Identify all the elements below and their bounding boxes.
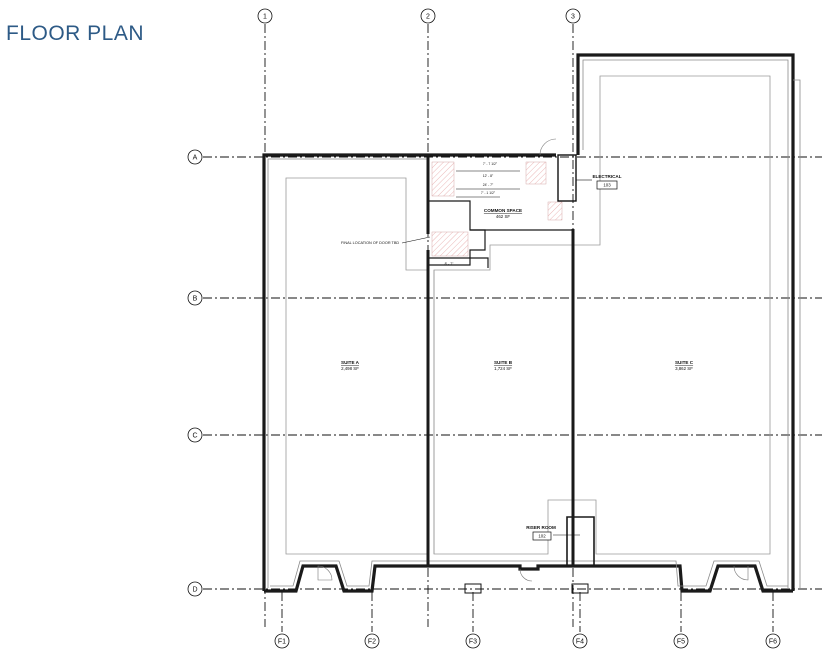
grid-bubble-3 (565, 8, 581, 24)
grid-label-f5: F5 (677, 638, 685, 645)
exterior-wall-inner-line (267, 158, 427, 588)
grid-bubble-1 (257, 8, 273, 24)
dim-1: 7' - 7 1/2" (483, 162, 498, 166)
riser-room-walls (566, 516, 595, 566)
grid-label-3: 3 (571, 13, 575, 20)
common-space-walls (428, 200, 486, 266)
exterior-walls (262, 53, 801, 594)
hatch-area-4 (547, 201, 563, 221)
suite-a-name: SUITE A (341, 360, 360, 365)
common-space-name: COMMON SPACE (484, 208, 522, 213)
electrical-room-walls (557, 154, 577, 202)
exterior-wall-suite-c (576, 53, 795, 591)
grid-bubble-f3 (465, 633, 481, 649)
exterior-wall-outline (262, 153, 556, 591)
riser-number: 102 (538, 534, 546, 539)
suite-outlines (285, 75, 771, 555)
grid-label-f3: F3 (469, 638, 477, 645)
dim-2: 12' - 8" (483, 174, 494, 178)
exterior-wall-inner-line-c (582, 59, 789, 588)
dim-3: 24' - 7" (483, 183, 494, 187)
grid-bubbles: 1 2 3 A B C D F1 F2 F3 F4 F5 F6 (187, 8, 781, 649)
hatch-area-2 (525, 161, 547, 185)
door-note-leader (401, 236, 431, 244)
grid-label-b: B (193, 295, 198, 302)
grid-lines (203, 24, 822, 632)
grid-label-f2: F2 (368, 638, 376, 645)
door-swing-suite-a (317, 565, 333, 581)
door-note-text: FINAL LOCATION OF DOOR TBD (341, 241, 399, 245)
grid-bubble-f5 (673, 633, 689, 649)
dim-5: 8' - 7" (445, 262, 454, 266)
electrical-tag (596, 180, 618, 190)
grid-bubble-f1 (274, 633, 290, 649)
door-swing-suite-b (519, 568, 533, 582)
suite-b-area: 1,724 SF (494, 366, 512, 371)
electrical-number: 103 (603, 183, 611, 188)
common-space-walls-3 (428, 257, 489, 268)
electrical-room: ELECTRICAL 103 (557, 154, 622, 202)
grid-bubble-d (187, 581, 203, 597)
suite-c-name: SUITE C (675, 360, 694, 365)
door-swing-suite-c (733, 565, 749, 581)
grid-bubble-b (187, 290, 203, 306)
storefront-wall (264, 564, 793, 593)
grid-label-f4: F4 (576, 638, 584, 645)
suite-c-outline (433, 75, 771, 555)
door-note: FINAL LOCATION OF DOOR TBD (341, 236, 431, 245)
partitions (426, 157, 575, 566)
grid-label-f1: F1 (278, 638, 286, 645)
riser-tag (532, 531, 552, 541)
electrical-name: ELECTRICAL (592, 174, 621, 179)
suite-a-area: 2,498 SF (341, 366, 359, 371)
grid-bubble-f4 (572, 633, 588, 649)
dim-4: 7' - 1 1/2" (481, 191, 496, 195)
grid-bubble-a (187, 149, 203, 165)
storefront-wall-inner (270, 560, 788, 587)
grid-label-d: D (192, 586, 197, 593)
column-f4 (571, 583, 589, 594)
riser-name: RISER ROOM (526, 525, 556, 530)
hatch-area-3 (431, 231, 469, 257)
grid-label-2: 2 (426, 13, 430, 20)
suite-c-area: 3,862 SF (675, 366, 693, 371)
grid-label-1: 1 (263, 13, 267, 20)
grid-bubble-2 (420, 8, 436, 24)
grid-label-a: A (193, 154, 198, 161)
column-f3 (464, 583, 482, 594)
common-space-features: 7' - 7 1/2" 12' - 8" 24' - 7" 7' - 1 1/2… (431, 138, 563, 266)
suite-b-name: SUITE B (494, 360, 513, 365)
grid-bubble-f2 (364, 633, 380, 649)
riser-room: RISER ROOM 102 (526, 516, 595, 566)
grid-label-c: C (192, 432, 197, 439)
common-space-area: 462 SF (496, 214, 510, 219)
exterior-wall-outer-line-c (793, 79, 801, 588)
door-swing-common (539, 138, 557, 156)
page-title: FLOOR PLAN (6, 22, 145, 45)
grid-bubble-c (187, 427, 203, 443)
hatch-area-1 (431, 161, 455, 197)
room-labels: SUITE A 2,498 SF SUITE B 1,724 SF SUITE … (341, 208, 694, 371)
grid-bubble-f6 (765, 633, 781, 649)
grid-label-f6: F6 (769, 638, 777, 645)
